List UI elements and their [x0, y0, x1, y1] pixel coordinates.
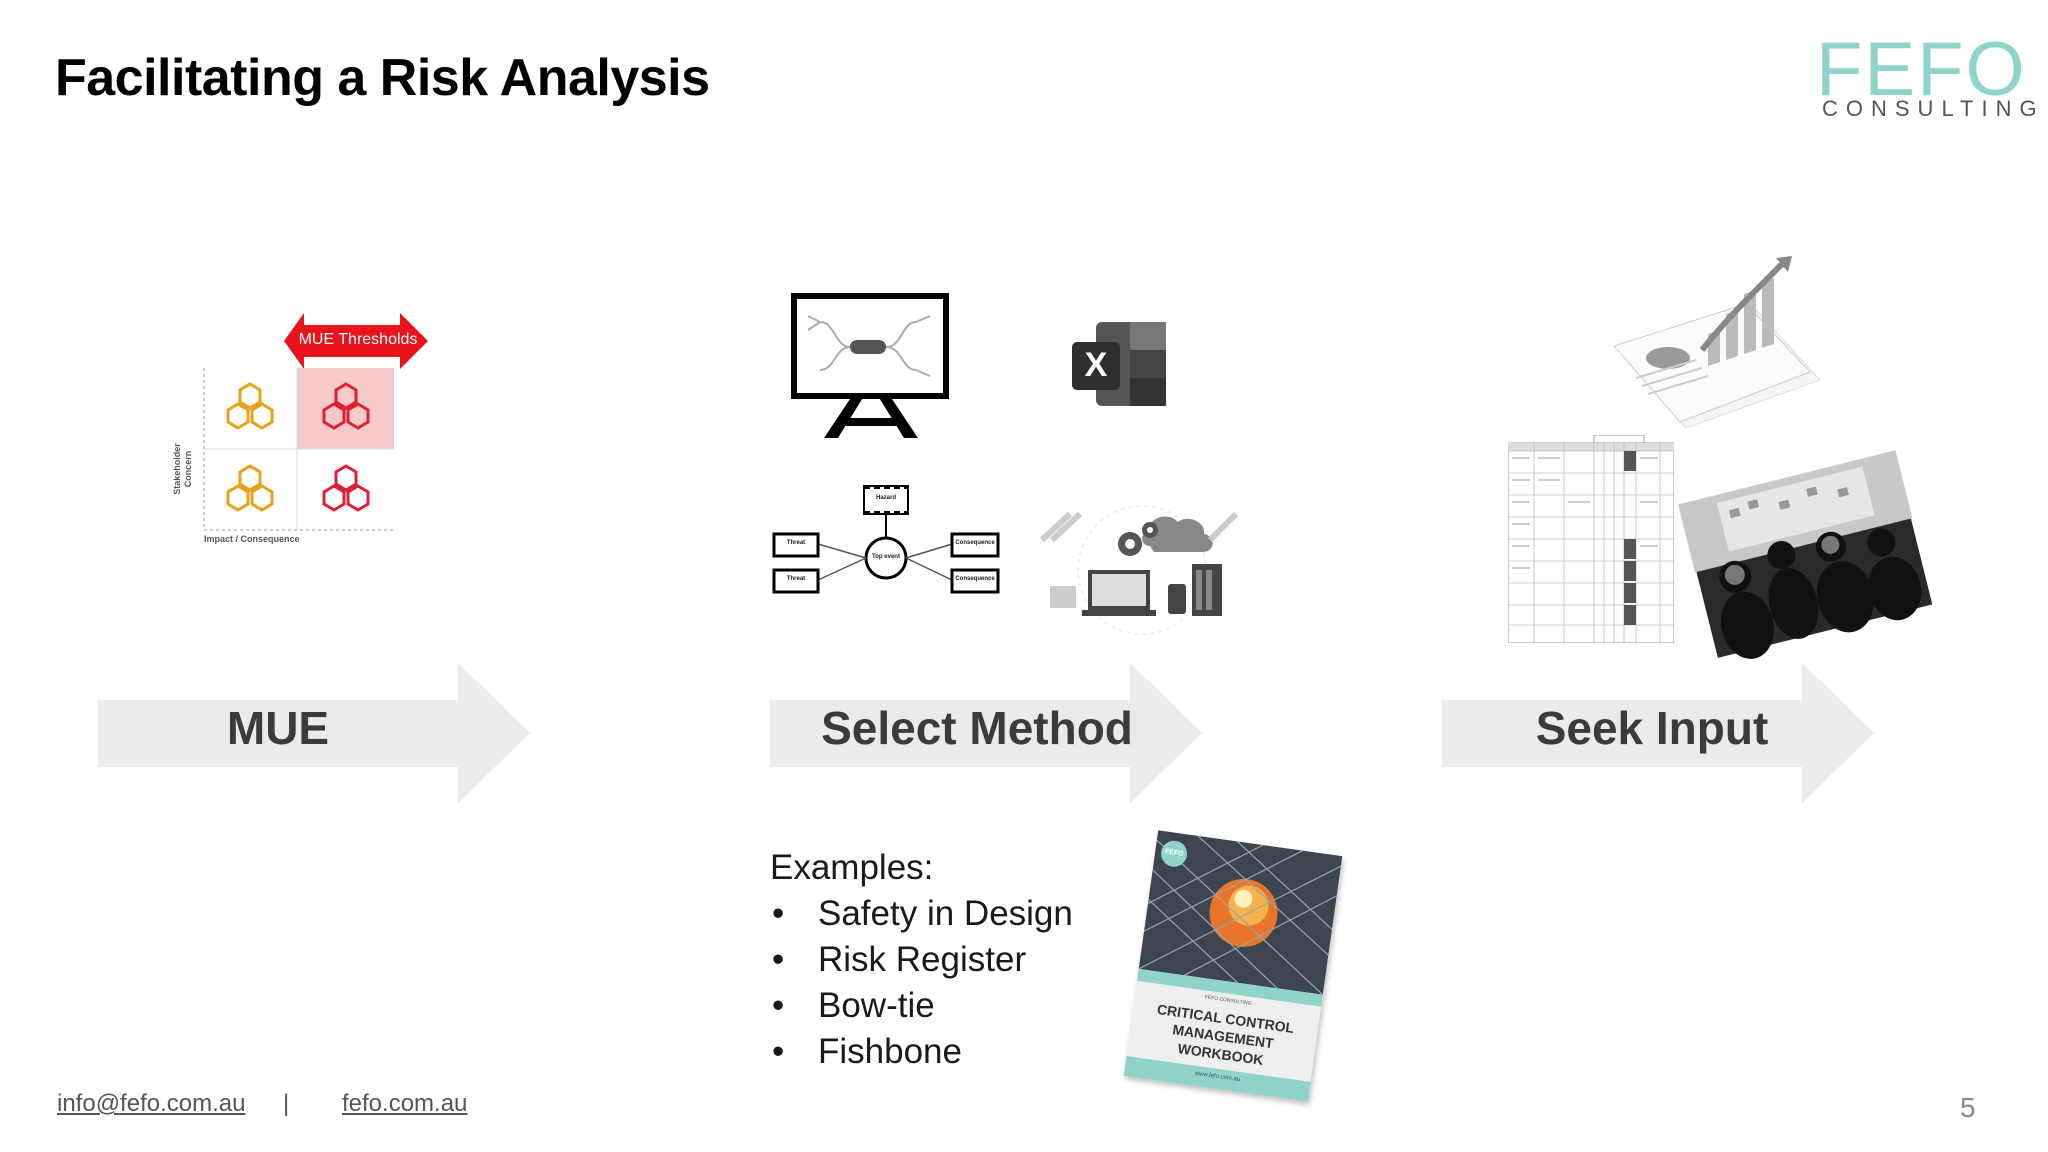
- list-item: •Safety in Design: [772, 894, 1073, 933]
- step-arrow-seek-input: Seek Input: [1442, 663, 1874, 803]
- hazard-hex-icon-4: [322, 464, 370, 512]
- risk-register-table-image: [1507, 434, 1675, 644]
- footer-separator: |: [283, 1090, 290, 1117]
- bowtie-diagram: Hazard Top event Threat Threat Consequen…: [772, 484, 1002, 604]
- examples-list: Examples: •Safety in Design •Risk Regist…: [770, 845, 1073, 1075]
- footer-email-link[interactable]: info@fefo.com.au: [57, 1090, 246, 1117]
- hazard-hex-icon-1: [226, 382, 274, 430]
- step-arrow-select-method: Select Method: [770, 663, 1202, 803]
- matrix-y-label: Stakeholder Concern: [172, 443, 193, 495]
- step-label-select-method: Select Method: [821, 702, 1133, 754]
- logo-brand: FEFO: [1816, 27, 2027, 112]
- bowtie-consequence-2: Consequence: [955, 576, 995, 582]
- hazard-hex-icon-3: [322, 382, 370, 430]
- page-number: 5: [1960, 1092, 1976, 1123]
- list-item: •Fishbone: [772, 1032, 962, 1071]
- bowtie-threat-1: Threat: [786, 540, 806, 546]
- matrix-x-label: Impact / Consequence: [204, 534, 300, 544]
- threshold-arrow: [284, 313, 428, 369]
- threshold-label: MUE Thresholds: [298, 331, 418, 348]
- hazard-hex-icon-2: [226, 464, 274, 512]
- bowtie-hazard: Hazard: [875, 495, 896, 501]
- gear-icon: [1118, 522, 1158, 556]
- bowtie-consequence-1: Consequence: [955, 540, 995, 546]
- excel-icon-letter: X: [1084, 346, 1108, 384]
- step-label-mue: MUE: [226, 702, 330, 754]
- workbook-cover: FEFO FEFO CONSULTING CRITICAL CONTROL MA…: [1123, 830, 1343, 1102]
- bowtie-threat-2: Threat: [786, 576, 806, 582]
- fefo-logo: FEFO CONSULTING: [1812, 32, 2037, 122]
- cloud-devices-illustration: [1030, 500, 1255, 640]
- workshop-photo: [1672, 448, 1936, 662]
- list-item: •Bow-tie: [772, 986, 935, 1025]
- risk-matrix-graphic: MUE Thresholds Stakeholder Concern Impac…: [170, 308, 440, 548]
- logo-tagline: CONSULTING: [1822, 96, 2045, 121]
- examples-heading: Examples:: [770, 848, 934, 887]
- risk-matrix-svg: [203, 313, 428, 531]
- excel-icon: X: [1070, 318, 1170, 410]
- mindmap-easel-icon: [790, 292, 952, 442]
- report-chart-image: [1606, 250, 1826, 435]
- footer-website-link[interactable]: fefo.com.au: [342, 1090, 468, 1117]
- step-arrow-mue: MUE: [98, 663, 530, 803]
- slide-title: Facilitating a Risk Analysis: [55, 49, 710, 107]
- step-label-seek-input: Seek Input: [1535, 702, 1769, 754]
- list-item: •Risk Register: [772, 940, 1027, 979]
- bowtie-top-event: Top event: [872, 554, 900, 560]
